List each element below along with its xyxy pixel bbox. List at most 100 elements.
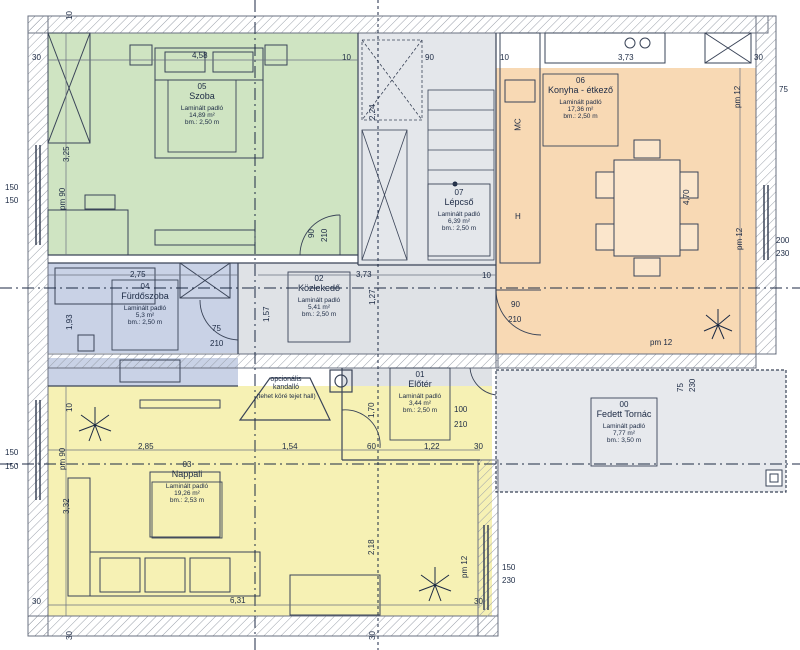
dim-text: pm 90 bbox=[58, 187, 67, 210]
room-number: 01 bbox=[415, 370, 425, 379]
dim-text: 210 bbox=[508, 315, 522, 324]
dim-text: 3,73 bbox=[356, 270, 372, 279]
room-area: 7,77 m² bbox=[612, 430, 636, 437]
dim-text: 230 bbox=[502, 576, 516, 585]
wall-mid-horizontal-kitchen bbox=[495, 353, 757, 369]
room-number: 00 bbox=[619, 400, 629, 409]
room-number: 03 bbox=[182, 460, 192, 469]
room-fill-furdo bbox=[48, 263, 238, 353]
kitchen-cabinets bbox=[499, 32, 752, 264]
dim-text: 150 bbox=[5, 462, 19, 471]
dim-text: pm 12 bbox=[460, 555, 469, 578]
room-area: 17,36 m² bbox=[567, 106, 594, 113]
room-height: bm.: 2,53 m bbox=[169, 497, 205, 505]
dim-text: 30 bbox=[474, 597, 483, 606]
room-tag-szoba: 05 Szoba Laminált padló 14,89 m² bm.: 2,… bbox=[168, 82, 236, 127]
room-floor: Laminált padló bbox=[437, 210, 481, 218]
room-number: 06 bbox=[576, 76, 585, 85]
dim-text: 150 bbox=[502, 563, 516, 572]
wall-east-kitchen bbox=[755, 15, 777, 355]
dim-text: 30 bbox=[65, 631, 74, 640]
dim-text: pm 90 bbox=[58, 447, 67, 470]
dim-text: H bbox=[515, 212, 521, 221]
room-fill-kozlekedo bbox=[238, 263, 496, 354]
dim-text: 1,93 bbox=[65, 314, 74, 330]
living-furniture bbox=[67, 399, 381, 616]
interior-walls bbox=[48, 33, 787, 493]
dim-text: 100 bbox=[454, 405, 468, 414]
dim-text: 90 bbox=[511, 300, 520, 309]
dim-text: 150 bbox=[5, 196, 19, 205]
room-height: bm.: 3,50 m bbox=[606, 437, 642, 445]
room-name: Fürdőszoba bbox=[121, 291, 169, 302]
room-name: Konyha - étkező bbox=[547, 85, 614, 96]
staircase bbox=[361, 39, 495, 261]
dim-text: MC bbox=[513, 118, 523, 131]
room-height: bm.: 2,50 m bbox=[301, 311, 337, 319]
room-number: 02 bbox=[314, 274, 324, 283]
dim-text: 210 bbox=[320, 228, 329, 242]
room-height: bm.: 2,50 m bbox=[127, 319, 163, 327]
room-tag-eloter: 01 Előtér Laminált padló 3,44 m² bm.: 2,… bbox=[390, 370, 450, 415]
dim-text: 1,57 bbox=[262, 306, 271, 322]
room-floor: Laminált padló bbox=[297, 296, 341, 304]
dim-text: 10 bbox=[500, 53, 509, 62]
room-floor: Laminált padló bbox=[602, 422, 646, 430]
dimension-lines bbox=[48, 33, 741, 616]
room-name: Nappali bbox=[171, 469, 203, 480]
room-fill-lepcso-area bbox=[358, 33, 496, 265]
room-floor: Laminált padló bbox=[398, 392, 442, 400]
room-fill-kitchen-cabinets bbox=[496, 33, 756, 68]
room-area: 6,39 m² bbox=[447, 218, 471, 225]
dim-text: 6,31 bbox=[230, 596, 246, 605]
dim-text: 10 bbox=[482, 271, 491, 280]
dim-text: 3,32 bbox=[62, 498, 71, 514]
dim-text: 10 bbox=[65, 403, 74, 412]
bathroom-fixtures bbox=[54, 262, 231, 383]
dim-text: 150 bbox=[5, 448, 19, 457]
dim-text: 1,27 bbox=[368, 289, 377, 305]
dim-text: 1,54 bbox=[282, 442, 298, 451]
wall-north bbox=[27, 15, 769, 34]
fireplace-label: opcionális kandalló (tehet köré tejet ha… bbox=[236, 376, 336, 401]
dim-text: 1,22 bbox=[424, 442, 440, 451]
room-height: bm.: 2,50 m bbox=[402, 407, 438, 415]
dim-text: 30 bbox=[368, 631, 377, 640]
room-number: 07 bbox=[454, 188, 464, 197]
room-name: Szoba bbox=[189, 91, 215, 102]
room-floor: Laminált padló bbox=[559, 98, 602, 106]
windows bbox=[35, 145, 769, 610]
fireplace-label-line2: kandalló bbox=[272, 384, 300, 392]
room-area: 5,41 m² bbox=[307, 304, 331, 311]
room-fill-szoba bbox=[48, 33, 358, 255]
dim-text: 200 bbox=[776, 236, 790, 245]
plants bbox=[78, 309, 733, 602]
room-floor: Laminált padló bbox=[123, 304, 167, 312]
dim-text: 210 bbox=[210, 339, 224, 348]
dim-text: 60 bbox=[367, 442, 376, 451]
porch-post-inner bbox=[769, 473, 779, 483]
dim-text: 10 bbox=[65, 11, 74, 20]
dim-text: 210 bbox=[454, 420, 468, 429]
dim-text: 3,73 bbox=[618, 53, 634, 62]
dim-text: 3,25 bbox=[62, 146, 71, 162]
wall-mid-horizontal bbox=[47, 353, 499, 369]
dim-text: 30 bbox=[32, 53, 41, 62]
dim-text: 4,58 bbox=[192, 51, 208, 60]
dim-text: 230 bbox=[776, 249, 790, 258]
dim-text: 230 bbox=[688, 378, 697, 392]
room-name: Lépcső bbox=[444, 197, 474, 208]
room-tag-furdo: 04 Fürdőszoba Laminált padló 5,3 m² bm.:… bbox=[112, 282, 178, 327]
label-boxes bbox=[111, 73, 658, 539]
room-tag-konyha: 06 Konyha - étkező Laminált padló 17,36 … bbox=[543, 76, 618, 121]
room-tag-lepcso: 07 Lépcső Laminált padló 6,39 m² bm.: 2,… bbox=[428, 188, 490, 233]
room-number: 05 bbox=[197, 82, 207, 91]
fireplace bbox=[238, 369, 353, 421]
dim-text: 2,18 bbox=[367, 539, 376, 555]
room-height: bm.: 2,50 m bbox=[441, 225, 477, 233]
dining-table bbox=[595, 139, 699, 277]
dim-text: 10 bbox=[342, 53, 351, 62]
dim-text: 2,85 bbox=[138, 442, 154, 451]
dim-text: 150 bbox=[5, 183, 19, 192]
